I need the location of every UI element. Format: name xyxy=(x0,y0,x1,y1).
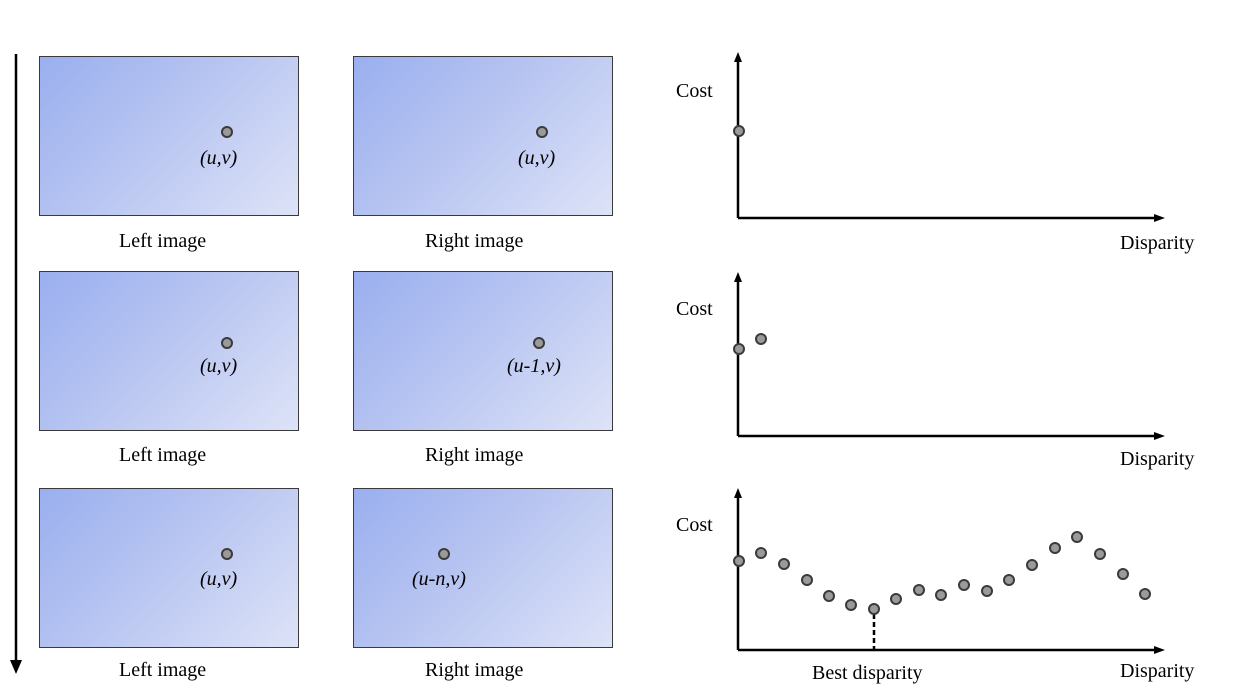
pixel-point xyxy=(221,337,233,349)
cost-point xyxy=(1117,568,1129,580)
plot1-x-arrow xyxy=(1154,214,1165,222)
cost-point xyxy=(935,589,947,601)
plot1-points xyxy=(733,125,745,137)
pixel-coord: (u-n,v) xyxy=(412,568,466,590)
right-image-caption: Right image xyxy=(425,659,524,681)
left-image-caption: Left image xyxy=(119,444,207,466)
left-image-panel: (u,v) xyxy=(39,56,299,216)
cost-point xyxy=(823,590,835,602)
right-image-panel: (u-1,v) xyxy=(353,271,613,431)
right-image-panel: (u-n,v) xyxy=(353,488,613,648)
cost-point xyxy=(755,333,767,345)
pixel-point xyxy=(536,126,548,138)
cost-point xyxy=(845,599,857,611)
left-image-panel: (u,v) xyxy=(39,271,299,431)
cost-point xyxy=(890,593,902,605)
pixel-coord: (u,v) xyxy=(518,147,556,169)
best-disparity-label: Best disparity xyxy=(812,662,923,684)
cost-point xyxy=(868,603,880,615)
pixel-point xyxy=(221,548,233,560)
pixel-coord: (u,v) xyxy=(200,355,238,377)
pixel-point xyxy=(533,337,545,349)
plot3-points xyxy=(733,531,1151,615)
plot-ylabel: Cost xyxy=(676,514,713,536)
pixel-coord: (u-1,v) xyxy=(507,355,561,377)
plot3-x-arrow xyxy=(1154,646,1165,654)
plot-ylabel: Cost xyxy=(676,80,713,102)
cost-point xyxy=(801,574,813,586)
left-image-panel: (u,v) xyxy=(39,488,299,648)
cost-point xyxy=(1026,559,1038,571)
progress-arrow-head xyxy=(10,660,22,674)
plot3-y-arrow xyxy=(734,488,742,498)
right-image-panel: (u,v) xyxy=(353,56,613,216)
cost-point xyxy=(1094,548,1106,560)
cost-point xyxy=(755,547,767,559)
plot2-y-arrow xyxy=(734,272,742,282)
cost-point xyxy=(958,579,970,591)
cost-point xyxy=(778,558,790,570)
cost-point xyxy=(981,585,993,597)
cost-point xyxy=(733,343,745,355)
plot2-x-arrow xyxy=(1154,432,1165,440)
cost-point xyxy=(1003,574,1015,586)
pixel-coord: (u,v) xyxy=(200,147,238,169)
pixel-coord: (u,v) xyxy=(200,568,238,590)
right-image-caption: Right image xyxy=(425,230,524,252)
left-image-caption: Left image xyxy=(119,230,207,252)
left-image-caption: Left image xyxy=(119,659,207,681)
cost-point xyxy=(1049,542,1061,554)
cost-point xyxy=(1071,531,1083,543)
plot1-y-arrow xyxy=(734,52,742,62)
cost-point xyxy=(733,125,745,137)
plot-xlabel: Disparity xyxy=(1120,448,1195,470)
plot-xlabel: Disparity xyxy=(1120,660,1195,682)
plot-ylabel: Cost xyxy=(676,298,713,320)
plot-xlabel: Disparity xyxy=(1120,232,1195,254)
cost-point xyxy=(1139,588,1151,600)
cost-point xyxy=(913,584,925,596)
pixel-point xyxy=(221,126,233,138)
right-image-caption: Right image xyxy=(425,444,524,466)
pixel-point xyxy=(438,548,450,560)
cost-point xyxy=(733,555,745,567)
plot2-points xyxy=(733,333,767,355)
